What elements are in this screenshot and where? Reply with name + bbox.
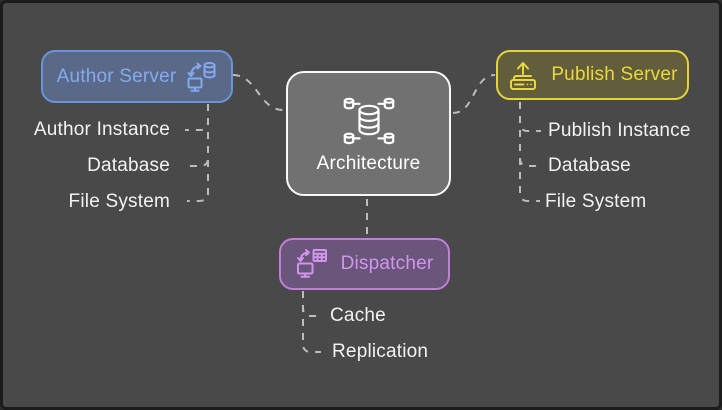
node-architecture: Architecture: [286, 71, 451, 196]
leaf-publish-database: Database: [548, 155, 631, 176]
sync-database-monitor-icon: [187, 61, 216, 92]
node-author-server-label: Author Server: [56, 65, 177, 87]
connector-lines: [185, 74, 541, 353]
edge-center-publish: [452, 74, 496, 114]
distributed-database-icon: [343, 97, 394, 145]
upload-server-icon: [510, 62, 537, 90]
leaf-publish-instance: Publish Instance: [548, 120, 691, 141]
edge-author-center: [232, 74, 284, 111]
edge-dispatcher-replication: [302, 291, 321, 353]
node-publish-server-label: Publish Server: [551, 64, 678, 85]
node-architecture-label: Architecture: [316, 153, 421, 174]
edge-author-filesystem: [187, 104, 209, 202]
node-dispatcher: Dispatcher: [279, 238, 450, 290]
edge-publish-instance: [519, 102, 541, 132]
edge-author-database: [185, 104, 209, 167]
leaf-dispatcher-cache: Cache: [330, 305, 386, 326]
node-author-server: Author Server: [41, 50, 233, 103]
leaf-author-database: Database: [87, 155, 170, 176]
node-dispatcher-label: Dispatcher: [340, 253, 434, 274]
edge-author-instance: [185, 104, 209, 131]
leaf-publish-filesystem: File System: [545, 191, 647, 212]
sync-table-monitor-icon: [296, 248, 327, 278]
node-publish-server: Publish Server: [496, 50, 689, 100]
edge-publish-filesystem: [519, 102, 540, 202]
leaf-author-instance: Author Instance: [33, 119, 170, 140]
leaf-author-filesystem: File System: [68, 191, 170, 212]
leaf-dispatcher-replication: Replication: [332, 341, 429, 362]
edge-dispatcher-cache: [302, 291, 323, 317]
edge-publish-database: [519, 102, 541, 167]
